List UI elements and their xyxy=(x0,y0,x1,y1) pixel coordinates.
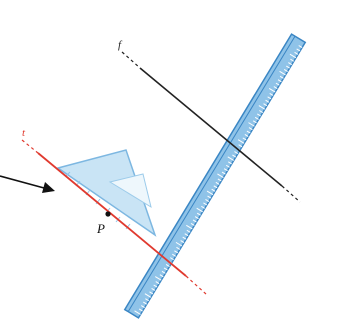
ruler-tick xyxy=(248,122,255,127)
ruler-tick xyxy=(215,181,220,185)
ruler-tick xyxy=(143,301,147,305)
ruler-tick xyxy=(296,48,301,52)
ruler-tick xyxy=(153,284,158,288)
ruler-tick xyxy=(234,151,239,155)
ruler-tick xyxy=(138,308,143,312)
ruler-tick xyxy=(144,293,152,298)
ruler-tick xyxy=(196,207,203,213)
ruler-tick xyxy=(273,86,278,90)
ruler-tick xyxy=(186,224,193,230)
ruler-tick xyxy=(165,264,170,267)
ruler-tick xyxy=(207,195,212,199)
ruler-body xyxy=(123,33,307,319)
ruler-tick xyxy=(140,305,145,309)
ruler-tick xyxy=(268,87,276,93)
ruler-tick xyxy=(217,178,222,182)
set-square xyxy=(56,149,157,237)
ruler-tick xyxy=(283,69,288,72)
ruler-tick xyxy=(258,105,266,110)
ruler-tick xyxy=(176,246,181,250)
ruler-tick xyxy=(248,127,253,131)
ruler-tick xyxy=(174,250,179,254)
ruler-tick xyxy=(175,241,183,247)
line-t: t xyxy=(21,127,207,295)
ruler-tick xyxy=(275,82,280,86)
ruler-tick xyxy=(154,276,162,281)
ruler-tick xyxy=(254,116,259,120)
arrow-right-icon xyxy=(0,175,55,193)
ruler-tick xyxy=(242,137,247,141)
ruler-tick xyxy=(265,99,270,103)
ruler-tick xyxy=(201,205,206,209)
ruler-tick xyxy=(279,75,284,79)
ruler-tick xyxy=(232,154,237,158)
ruler-edge xyxy=(127,35,296,312)
ruler-tick xyxy=(184,233,189,237)
ruler-tick xyxy=(286,65,290,69)
ruler-tick xyxy=(244,134,249,137)
ruler-tick xyxy=(151,287,156,291)
point-p: P xyxy=(96,211,111,236)
ruler-tick xyxy=(279,70,286,76)
ruler-tick xyxy=(206,190,214,196)
ruler-tick xyxy=(289,53,297,59)
ruler-tick xyxy=(227,156,235,161)
ruler-tick xyxy=(172,253,176,257)
ruler-tick xyxy=(194,216,199,220)
ruler-tick xyxy=(259,110,264,113)
ruler-tick xyxy=(159,274,164,278)
ruler-tick xyxy=(155,281,160,285)
ruler-tick xyxy=(134,310,141,315)
ruler-tick xyxy=(186,229,191,233)
ruler-tick xyxy=(238,144,243,148)
ruler-tick xyxy=(149,291,154,295)
ruler xyxy=(123,33,307,319)
ruler-tick xyxy=(225,164,230,168)
ruler-tick xyxy=(217,173,224,179)
ruler-tick xyxy=(257,113,261,117)
ruler-tick xyxy=(196,212,201,216)
ruler-tick xyxy=(252,120,257,124)
point-p-label: P xyxy=(96,221,105,236)
ruler-tick xyxy=(192,219,197,223)
line-f: f xyxy=(118,39,301,203)
ruler-tick xyxy=(182,236,187,240)
line-f-label: f xyxy=(118,39,123,51)
ruler-tick xyxy=(161,270,166,274)
ruler-tick xyxy=(294,51,299,55)
ruler-tick xyxy=(145,298,150,302)
ruler-tick xyxy=(228,161,232,165)
ruler-tick xyxy=(267,96,272,100)
ruler-tick xyxy=(180,240,185,244)
ruler-tick xyxy=(163,267,168,271)
ruler-tick xyxy=(221,171,226,175)
line-t-label: t xyxy=(22,127,26,139)
ruler-tick xyxy=(169,257,174,261)
ruler-tick xyxy=(277,79,282,83)
ruler-tick xyxy=(263,103,268,107)
point-p-dot xyxy=(105,211,111,217)
ruler-tick xyxy=(288,62,293,66)
ruler-tick xyxy=(246,130,251,134)
ruler-tick xyxy=(213,185,218,189)
ruler-tick xyxy=(203,202,208,206)
ruler-tick xyxy=(298,45,303,48)
ruler-tick xyxy=(223,168,228,172)
ruler-tick xyxy=(290,58,295,62)
ruler-tick xyxy=(237,139,245,144)
ruler-tick xyxy=(211,188,216,192)
set-square-cutout xyxy=(108,173,152,209)
ruler-tick xyxy=(269,92,274,96)
ruler-tick xyxy=(205,199,210,202)
ruler-tick xyxy=(190,222,195,226)
